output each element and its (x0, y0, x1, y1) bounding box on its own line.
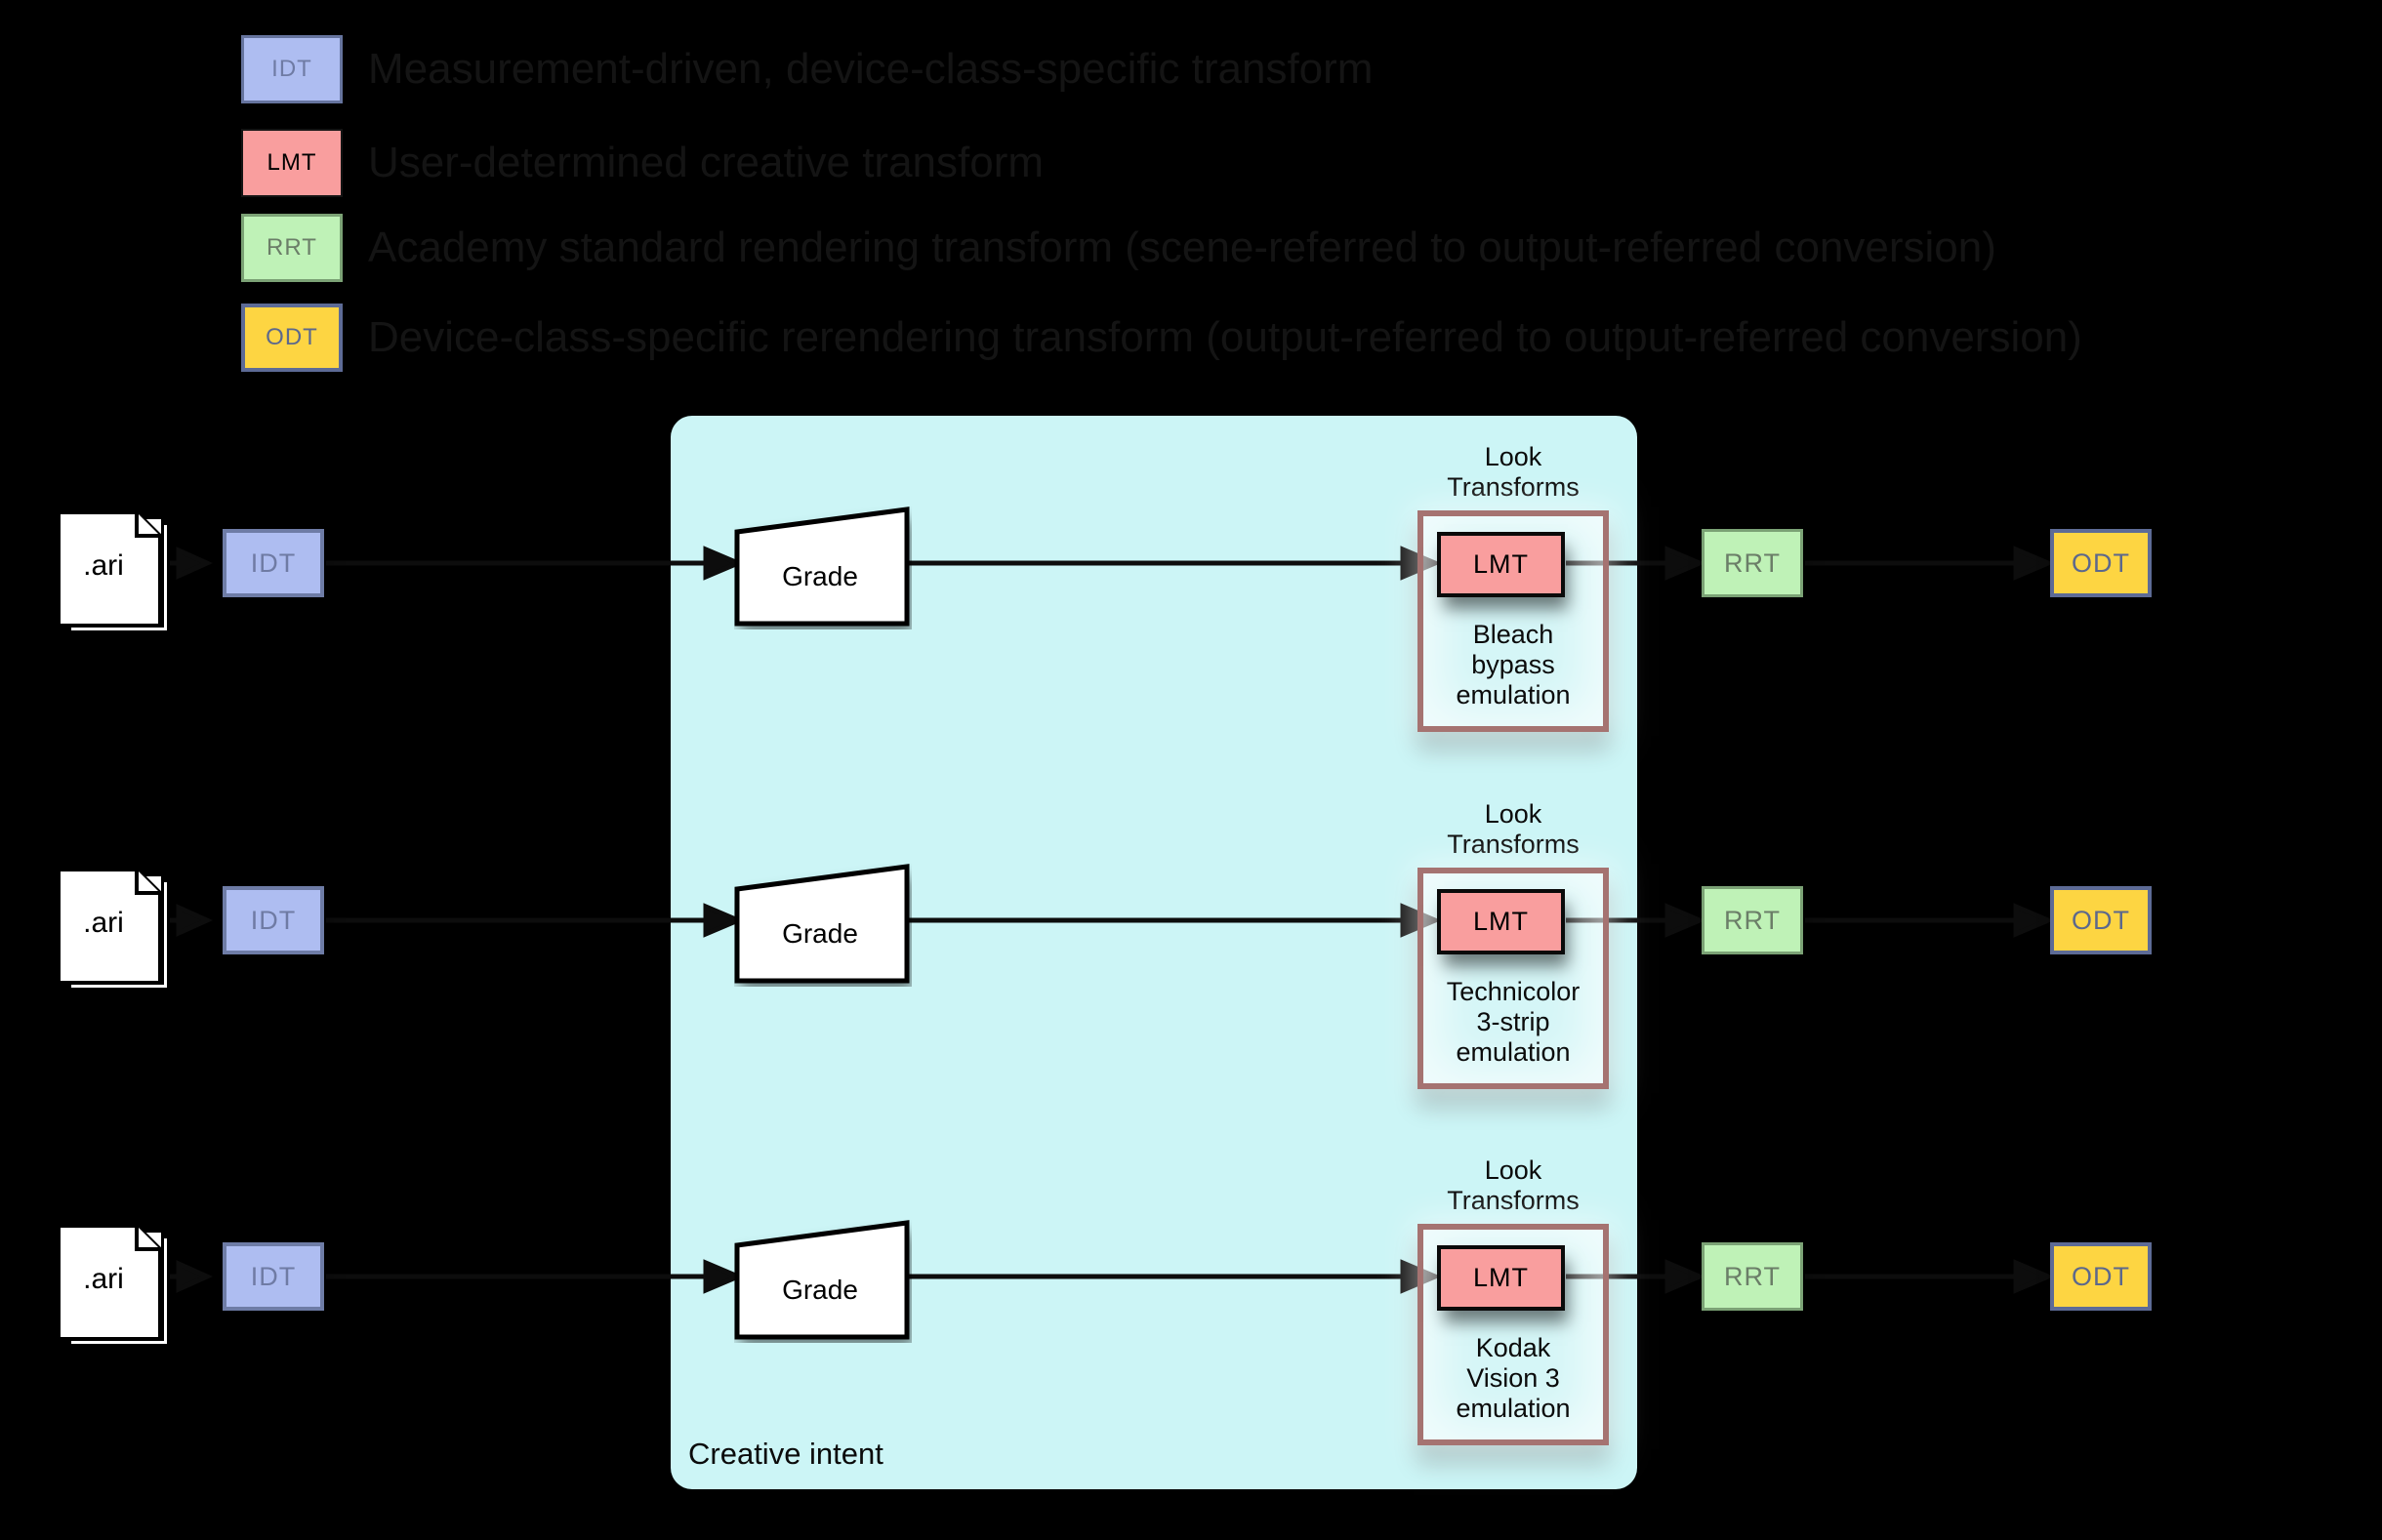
grade-trapezoid (734, 864, 910, 984)
rrt-box: RRT (1702, 886, 1803, 954)
look-title-line2: Transforms (1447, 472, 1580, 502)
grade-label: Grade (782, 560, 858, 591)
look-name-line3: emulation (1456, 1037, 1571, 1067)
creative-intent-label: Creative intent (688, 1437, 883, 1471)
look-title-line2: Transforms (1447, 1186, 1580, 1215)
lmt-box: LMT (1437, 889, 1565, 954)
lmt-box: LMT (1437, 1245, 1565, 1311)
look-name-line1: Bleach (1472, 620, 1554, 649)
legend-rrt-label: RRT (267, 234, 317, 261)
legend-row-rrt: RRT Academy standard rendering transform… (0, 214, 2382, 282)
idt-label: IDT (250, 1261, 297, 1291)
ari-sheet-front (57, 1224, 162, 1341)
legend-lmt-label: LMT (267, 149, 317, 176)
look-name-line2: 3-strip (1476, 1007, 1550, 1036)
idt-label: IDT (250, 547, 297, 578)
pipeline-row-1: .ari IDT Grade Look Transforms LMT Bleac… (0, 436, 2382, 749)
grade-shape: Grade (734, 864, 912, 987)
look-name-line3: emulation (1456, 1394, 1571, 1423)
ari-file-icon: .ari (57, 510, 174, 637)
look-transforms-title: Look Transforms (1416, 799, 1611, 860)
grade-trapezoid (734, 1220, 910, 1340)
legend-row-odt: ODT Device-class-specific rerendering tr… (0, 304, 2382, 372)
odt-label: ODT (2072, 905, 2130, 935)
legend-row-lmt: LMT User-determined creative transform (0, 129, 2382, 197)
rrt-label: RRT (1723, 547, 1781, 578)
lmt-box: LMT (1437, 532, 1565, 597)
ari-file-label: .ari (83, 907, 124, 939)
look-title-line2: Transforms (1447, 830, 1580, 859)
lmt-label: LMT (1473, 1263, 1529, 1292)
look-transforms-title: Look Transforms (1416, 442, 1611, 503)
look-name-line1: Technicolor (1446, 977, 1581, 1006)
grade-shape: Grade (734, 507, 912, 629)
grade-label: Grade (782, 1274, 858, 1305)
odt-label: ODT (2072, 1261, 2130, 1291)
look-name-kodak-vision: Kodak Vision 3 emulation (1417, 1333, 1609, 1424)
ari-file-label: .ari (83, 549, 124, 582)
legend-odt-desc: Device-class-specific rerendering transf… (368, 313, 2082, 361)
look-title-line1: Look (1484, 799, 1542, 829)
look-title-line1: Look (1484, 1155, 1542, 1185)
odt-box: ODT (2050, 886, 2152, 954)
look-name-bleach-bypass: Bleach bypass emulation (1417, 620, 1609, 710)
rrt-label: RRT (1723, 1261, 1781, 1291)
legend-lmt-desc: User-determined creative transform (368, 139, 1045, 186)
idt-box: IDT (223, 529, 324, 597)
legend-row-idt: IDT Measurement-driven, device-class-spe… (0, 35, 2382, 103)
odt-box: ODT (2050, 529, 2152, 597)
look-name-line1: Kodak (1475, 1333, 1551, 1362)
legend-idt-box: IDT (241, 35, 343, 103)
look-title-line1: Look (1484, 442, 1542, 471)
look-name-line2: Vision 3 (1466, 1363, 1560, 1393)
odt-box: ODT (2050, 1242, 2152, 1311)
ari-sheet-front (57, 868, 162, 985)
idt-label: IDT (250, 905, 297, 935)
rrt-box: RRT (1702, 1242, 1803, 1311)
look-name-line3: emulation (1456, 680, 1571, 709)
rrt-label: RRT (1723, 905, 1781, 935)
ari-file-icon: .ari (57, 1224, 174, 1351)
ari-sheet-front (57, 510, 162, 628)
pipeline-row-2: .ari IDT Grade Look Transforms LMT Techn… (0, 793, 2382, 1106)
odt-label: ODT (2072, 547, 2130, 578)
idt-box: IDT (223, 1242, 324, 1311)
grade-trapezoid (734, 507, 910, 627)
legend-idt-desc: Measurement-driven, device-class-specifi… (368, 45, 1374, 93)
legend-odt-box: ODT (241, 304, 343, 372)
ari-file-icon: .ari (57, 868, 174, 994)
legend-idt-label: IDT (271, 56, 312, 82)
grade-shape: Grade (734, 1220, 912, 1343)
legend-odt-label: ODT (266, 324, 318, 350)
look-transforms-title: Look Transforms (1416, 1155, 1611, 1216)
legend-lmt-box: LMT (241, 129, 343, 197)
legend-rrt-box: RRT (241, 214, 343, 282)
grade-label: Grade (782, 917, 858, 949)
ari-file-label: .ari (83, 1263, 124, 1295)
lmt-label: LMT (1473, 907, 1529, 936)
legend-rrt-desc: Academy standard rendering transform (sc… (368, 223, 1996, 271)
rrt-box: RRT (1702, 529, 1803, 597)
look-name-line2: bypass (1471, 650, 1555, 679)
look-name-technicolor: Technicolor 3-strip emulation (1417, 977, 1609, 1068)
lmt-label: LMT (1473, 549, 1529, 579)
idt-box: IDT (223, 886, 324, 954)
pipeline-row-3: .ari IDT Grade Look Transforms LMT Kodak… (0, 1150, 2382, 1462)
